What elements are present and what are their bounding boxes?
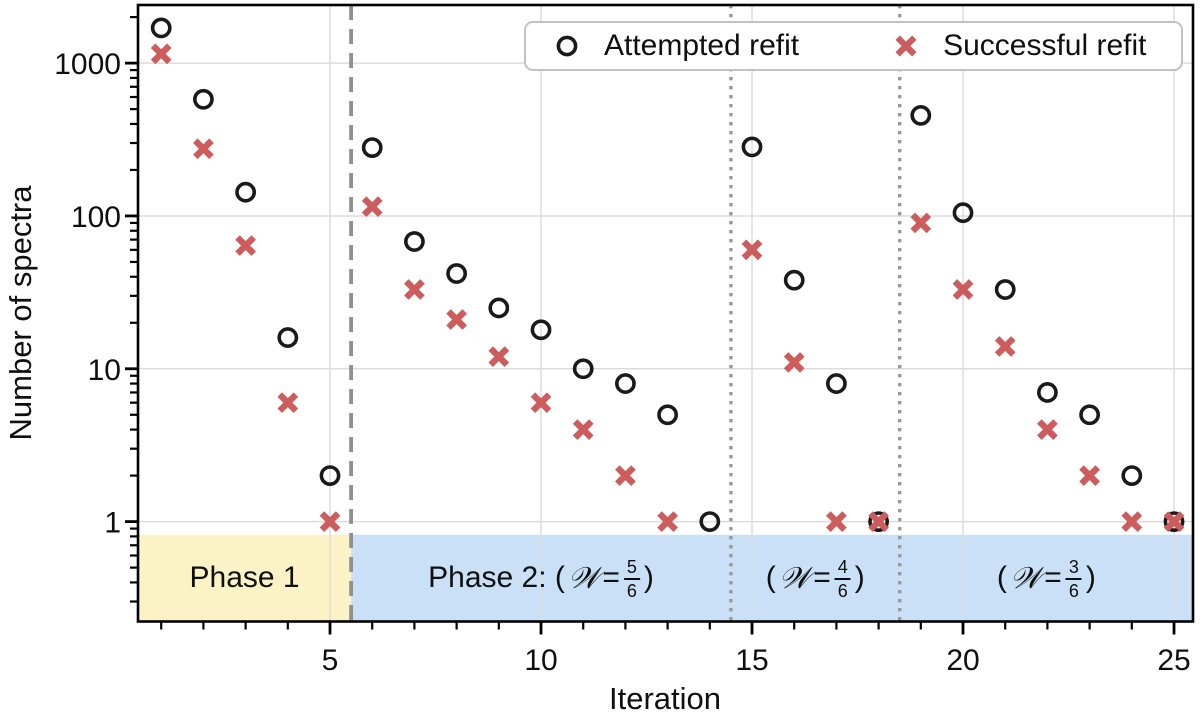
successful-refit-point — [150, 43, 172, 65]
successful-refit-point — [741, 239, 763, 261]
y-tick-label: 10 — [88, 354, 121, 387]
attempted-refit-point — [1079, 404, 1101, 426]
phase-band — [730, 534, 900, 622]
successful-refit-point — [910, 212, 932, 234]
attempted-refit-point — [783, 269, 805, 291]
successful-refit-point — [572, 419, 594, 440]
x-axis-title: Iteration — [609, 681, 721, 716]
plot-border — [136, 3, 1195, 623]
attempted-refit-point — [657, 404, 679, 426]
successful-refit-point — [1079, 465, 1100, 486]
successful-refit-point — [404, 279, 425, 300]
attempted-refit-point — [868, 511, 890, 533]
attempted-refit-point — [446, 263, 468, 284]
attempted-refit-point — [615, 373, 636, 394]
legend-label-successful: Successful refit — [943, 29, 1147, 62]
successful-refit-point — [826, 511, 847, 532]
successful-refit-point — [193, 138, 214, 160]
successful-refit-point — [615, 465, 636, 486]
attempted-refit-point — [1163, 511, 1185, 533]
attempted-refit-point — [488, 297, 510, 319]
successful-refit-point — [1037, 419, 1058, 440]
successful-refit-point — [783, 352, 805, 373]
attempted-refit-point — [404, 231, 425, 252]
phase-band — [899, 534, 1193, 622]
successful-refit-point — [319, 511, 341, 532]
x-tick-label: 10 — [524, 644, 557, 677]
attempted-refit-point — [1121, 465, 1143, 486]
attempted-refit-point — [319, 465, 341, 486]
x-tick-label: 5 — [322, 644, 339, 677]
successful-refit-point — [994, 336, 1016, 357]
attempted-refit-point — [741, 136, 763, 158]
attempted-refit-point — [150, 17, 172, 39]
attempted-refit-point — [699, 511, 721, 533]
successful-refit-point — [530, 392, 552, 414]
attempted-refit-point — [361, 137, 383, 158]
successful-refit-point — [446, 309, 467, 330]
successful-refit-point — [952, 279, 974, 300]
x-tick-label: 25 — [1157, 644, 1190, 677]
successful-refit-marker-icon — [895, 35, 917, 57]
successful-refit-point — [868, 511, 889, 532]
phase-label: Phase 1 — [189, 561, 300, 595]
x-tick-label: 15 — [735, 644, 768, 677]
script-w-symbol: 𝒲 — [778, 560, 811, 596]
attempted-refit-point — [826, 373, 847, 394]
attempted-refit-point — [277, 327, 299, 348]
y-tick-label: 1000 — [54, 48, 121, 81]
attempted-refit-point — [1037, 382, 1058, 403]
attempted-refit-point — [193, 88, 214, 110]
script-w-symbol: 𝒲 — [1009, 560, 1042, 596]
phase-band — [138, 534, 352, 622]
successful-refit-point — [361, 196, 383, 218]
y-axis-title: Number of spectra — [3, 185, 38, 441]
successful-refit-point — [277, 392, 299, 414]
y-tick-label: 100 — [71, 201, 121, 234]
legend: Attempted refit Successful refit — [524, 21, 1183, 71]
legend-label-attempted: Attempted refit — [604, 29, 800, 62]
successful-refit-point — [1163, 511, 1185, 532]
successful-refit-point — [235, 235, 256, 256]
attempted-refit-point — [572, 358, 594, 380]
attempted-refit-point — [994, 279, 1016, 300]
successful-refit-point — [1121, 511, 1143, 532]
x-tick-label: 20 — [946, 644, 979, 677]
script-w-symbol: 𝒲 — [567, 560, 600, 596]
attempted-refit-marker-icon — [556, 35, 578, 57]
attempted-refit-point — [952, 202, 974, 224]
attempted-refit-point — [530, 319, 552, 341]
successful-refit-point — [657, 511, 678, 532]
attempted-refit-point — [235, 181, 257, 203]
successful-refit-point — [488, 346, 510, 368]
attempted-refit-point — [910, 104, 932, 126]
y-tick-label: 1 — [104, 507, 121, 540]
